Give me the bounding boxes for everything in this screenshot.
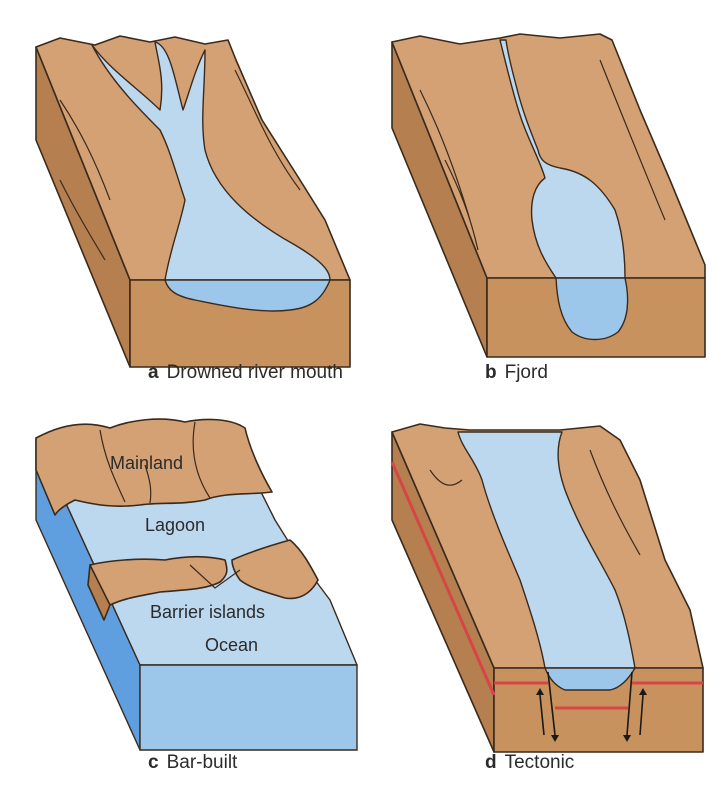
label-mainland: Mainland xyxy=(110,453,183,473)
panel-c-mainland xyxy=(35,418,273,516)
caption-title: Fjord xyxy=(504,362,548,383)
panel-a-drowned-river-mouth xyxy=(35,35,351,368)
panel-d-water-face xyxy=(543,667,637,691)
panel-d-fault-arrow-right xyxy=(623,671,647,742)
label-ocean: Ocean xyxy=(205,635,258,655)
caption-panel-d: d Tectonic xyxy=(485,752,574,774)
panel-c-barrier-pointers xyxy=(189,564,241,589)
label-lagoon: Lagoon xyxy=(145,515,205,535)
caption-panel-a: a Drowned river mouth xyxy=(148,362,343,384)
panel-c-bar-built xyxy=(35,418,358,751)
panel-d-fault-arrow-left xyxy=(536,671,559,742)
caption-title: Tectonic xyxy=(504,752,575,773)
panel-c-mainland-lines xyxy=(99,421,211,504)
panel-b-water-top xyxy=(499,39,626,279)
panel-b-fjord xyxy=(391,33,706,358)
panel-b-land-top xyxy=(391,33,706,279)
panel-a-water-top xyxy=(91,41,331,281)
caption-letter: a xyxy=(148,362,159,383)
panel-d-tectonic xyxy=(390,423,704,753)
panel-a-water-face xyxy=(164,279,332,312)
caption-title: Drowned river mouth xyxy=(166,362,343,383)
panel-c-front-face xyxy=(139,664,358,751)
caption-panel-b: b Fjord xyxy=(485,362,548,384)
panel-b-bank-lines xyxy=(419,59,666,251)
panel-c-barrier-island-right xyxy=(231,539,319,600)
caption-title: Bar-built xyxy=(166,752,238,773)
caption-letter: b xyxy=(485,362,497,383)
caption-panel-c: c Bar-built xyxy=(148,752,237,774)
panel-d-bank-lines xyxy=(429,449,641,556)
panel-a-bank-lines xyxy=(59,69,301,261)
panel-d-fault-left-side xyxy=(390,461,496,696)
panel-c-barrier-left-side xyxy=(87,564,111,621)
panel-b-water-face xyxy=(555,277,629,341)
caption-letter: d xyxy=(485,752,497,773)
caption-letter: c xyxy=(148,752,159,773)
label-barrier-islands: Barrier islands xyxy=(150,602,265,622)
